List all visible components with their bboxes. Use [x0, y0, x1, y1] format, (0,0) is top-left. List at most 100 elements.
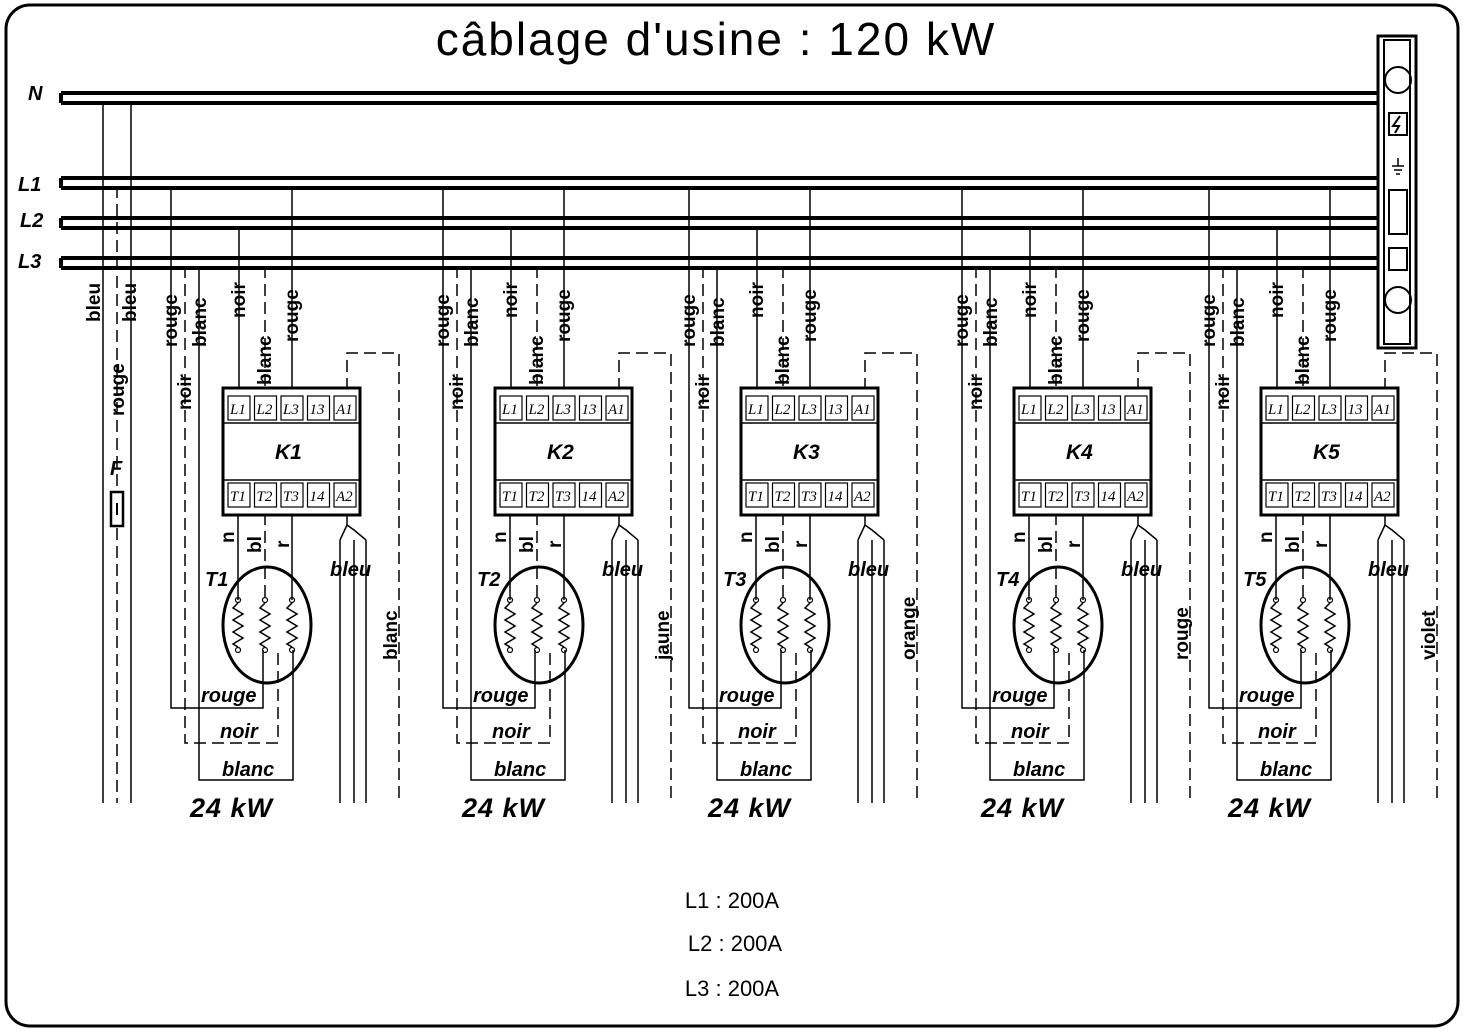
terminal-bottom: T2	[1295, 489, 1311, 505]
wire-label-rouge: rouge	[679, 294, 700, 347]
terminal-bottom: T2	[529, 489, 545, 505]
ground-icon	[1392, 158, 1404, 175]
lead-label-n: n	[1009, 531, 1030, 543]
lead-label-r: r	[273, 540, 294, 548]
terminal-bottom: A2	[1126, 489, 1144, 505]
unit-wires	[961, 186, 1191, 803]
terminal-top: A1	[1126, 402, 1144, 418]
terminal-top: L1	[747, 402, 764, 418]
terminal-bottom: 14	[1348, 489, 1364, 505]
unit-wires	[1208, 186, 1438, 803]
fuse-wire-label-2: bleu	[120, 283, 141, 322]
wire-label-noir: noir	[1267, 282, 1288, 318]
lead-label-bl: bl	[517, 536, 538, 553]
terminal-top: 13	[582, 402, 597, 418]
unit-power: 24 kW	[461, 793, 547, 823]
rating-l3: L3 : 200A	[685, 976, 780, 1001]
wire-label-blanc: blanc	[255, 335, 276, 385]
terminal-bottom: A2	[853, 489, 871, 505]
wire-label-blanc: blanc	[1046, 335, 1067, 385]
rating-l1: L1 : 200A	[685, 888, 780, 913]
coil-wire-label: violet	[1419, 610, 1440, 660]
transformer-2	[493, 565, 585, 685]
terminal-top: L1	[501, 402, 518, 418]
wire-label-rouge: rouge	[800, 289, 821, 342]
terminal-bottom: 14	[310, 489, 326, 505]
bus-label-l1: L1	[18, 174, 41, 196]
transformer-3	[739, 565, 831, 685]
terminal-top: L3	[1073, 402, 1090, 418]
terminal-top: 13	[828, 402, 843, 418]
terminal-bottom: T1	[748, 489, 764, 505]
coil-wire-label: orange	[899, 597, 920, 660]
wire-label-blanc: blanc	[773, 335, 794, 385]
transformer-label: T5	[1243, 569, 1267, 591]
bus-label-l2: L2	[20, 210, 43, 232]
wire-label-rouge: rouge	[1199, 294, 1220, 347]
coil-wire-label: jaune	[653, 610, 674, 661]
terminal-top: 13	[1101, 402, 1116, 418]
terminal-bottom: T2	[1048, 489, 1064, 505]
terminal-top: L2	[774, 402, 791, 418]
unit-power: 24 kW	[980, 793, 1066, 823]
bus-bars	[59, 91, 1378, 270]
terminal-bottom: 14	[1101, 489, 1117, 505]
wire-label-noir: noir	[1213, 374, 1234, 410]
lightning-icon	[1388, 112, 1408, 136]
lead-label-r: r	[1064, 540, 1085, 548]
wire-label-noir: noir	[447, 374, 468, 410]
unit-power: 24 kW	[189, 793, 275, 823]
wire-label-rouge: rouge	[952, 294, 973, 347]
terminal-bottom: T1	[1268, 489, 1284, 505]
wire-label-blanc: blanc	[1228, 297, 1249, 347]
terminal-screw-top	[1384, 66, 1412, 94]
diagram-title: câblage d'usine : 120 kW	[436, 13, 997, 65]
transformer-label: T2	[477, 569, 500, 591]
wire-label-blanc: blanc	[981, 297, 1002, 347]
coil-wire-label: blanc	[381, 610, 402, 660]
terminal-top: L3	[800, 402, 817, 418]
lead-label-rouge: rouge	[719, 685, 775, 707]
terminal-bottom: 14	[582, 489, 598, 505]
lead-label-r: r	[1311, 540, 1332, 548]
terminal-top: L1	[229, 402, 246, 418]
terminal-bottom: T3	[1074, 489, 1090, 505]
wire-label-noir: noir	[501, 282, 522, 318]
lead-label-blanc: blanc	[740, 759, 792, 781]
wire-label-noir: noir	[229, 282, 250, 318]
wire-label-noir: noir	[747, 282, 768, 318]
bus-l1	[59, 176, 1378, 190]
contactor-label: K2	[547, 441, 574, 464]
bus-label-l3: L3	[18, 251, 41, 273]
lead-label-r: r	[791, 540, 812, 548]
bus-l3	[59, 256, 1378, 270]
transformer-4	[1012, 565, 1104, 685]
terminal-top: L2	[256, 402, 273, 418]
unit-wires	[688, 186, 918, 803]
terminal-bottom: A2	[335, 489, 353, 505]
fuse-circuit	[102, 103, 132, 803]
terminal-bottom: T3	[1321, 489, 1337, 505]
terminal-top: A1	[335, 402, 353, 418]
wire-label-blanc: blanc	[462, 297, 483, 347]
terminal-top: L1	[1267, 402, 1284, 418]
terminal-bottom: T3	[555, 489, 571, 505]
wire-label-noir: noir	[693, 374, 714, 410]
lead-label-r: r	[545, 540, 566, 548]
terminal-screw-bottom	[1384, 286, 1412, 314]
lead-label-bl: bl	[245, 536, 266, 553]
lead-label-noir: noir	[1011, 721, 1050, 743]
diagram-border	[4, 3, 1460, 1028]
lead-label-blanc: blanc	[1260, 759, 1312, 781]
terminal-top: L1	[1020, 402, 1037, 418]
lead-label-blanc: blanc	[222, 759, 274, 781]
wire-label-noir: noir	[1020, 282, 1041, 318]
unit-wires	[170, 186, 400, 803]
lead-label-bl: bl	[1283, 536, 1304, 553]
